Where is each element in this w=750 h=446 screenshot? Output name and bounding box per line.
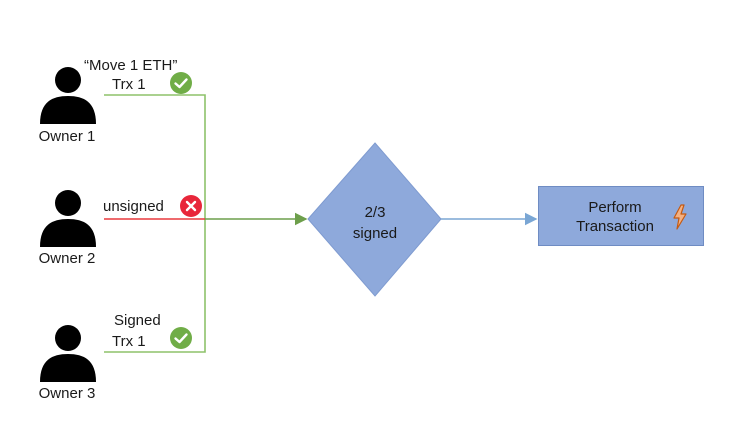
threshold-line-2: signed xyxy=(352,225,398,242)
cross-icon xyxy=(180,195,202,217)
owner-3-note-line-2: Trx 1 xyxy=(112,333,146,350)
person-icon xyxy=(40,67,96,124)
threshold-line-1: 2/3 xyxy=(364,204,386,221)
person-icon xyxy=(40,325,96,382)
owner-2-label: Owner 2 xyxy=(38,250,96,267)
threshold-diamond xyxy=(307,142,442,297)
owner-3-note-line-1: Signed xyxy=(114,312,161,329)
person-icon xyxy=(40,190,96,247)
owner-1-note-line-2: Trx 1 xyxy=(112,76,146,93)
lightning-bolt-icon xyxy=(673,204,687,230)
action-text: Perform Transaction xyxy=(560,198,670,236)
owner-3-signature-line xyxy=(104,219,206,353)
owner-3-label: Owner 3 xyxy=(38,385,96,402)
owner-2-note-line-1: unsigned xyxy=(103,198,164,215)
owner-1-signature-line xyxy=(104,94,206,219)
owner-1-note-line-1: “Move 1 ETH” xyxy=(84,57,178,74)
action-line-1: Perform xyxy=(588,199,642,216)
owner-1-label: Owner 1 xyxy=(38,128,96,145)
threshold-text: 2/3 signed xyxy=(335,202,415,244)
check-icon xyxy=(170,72,192,94)
action-line-2: Transaction xyxy=(576,218,654,235)
check-icon xyxy=(170,327,192,349)
